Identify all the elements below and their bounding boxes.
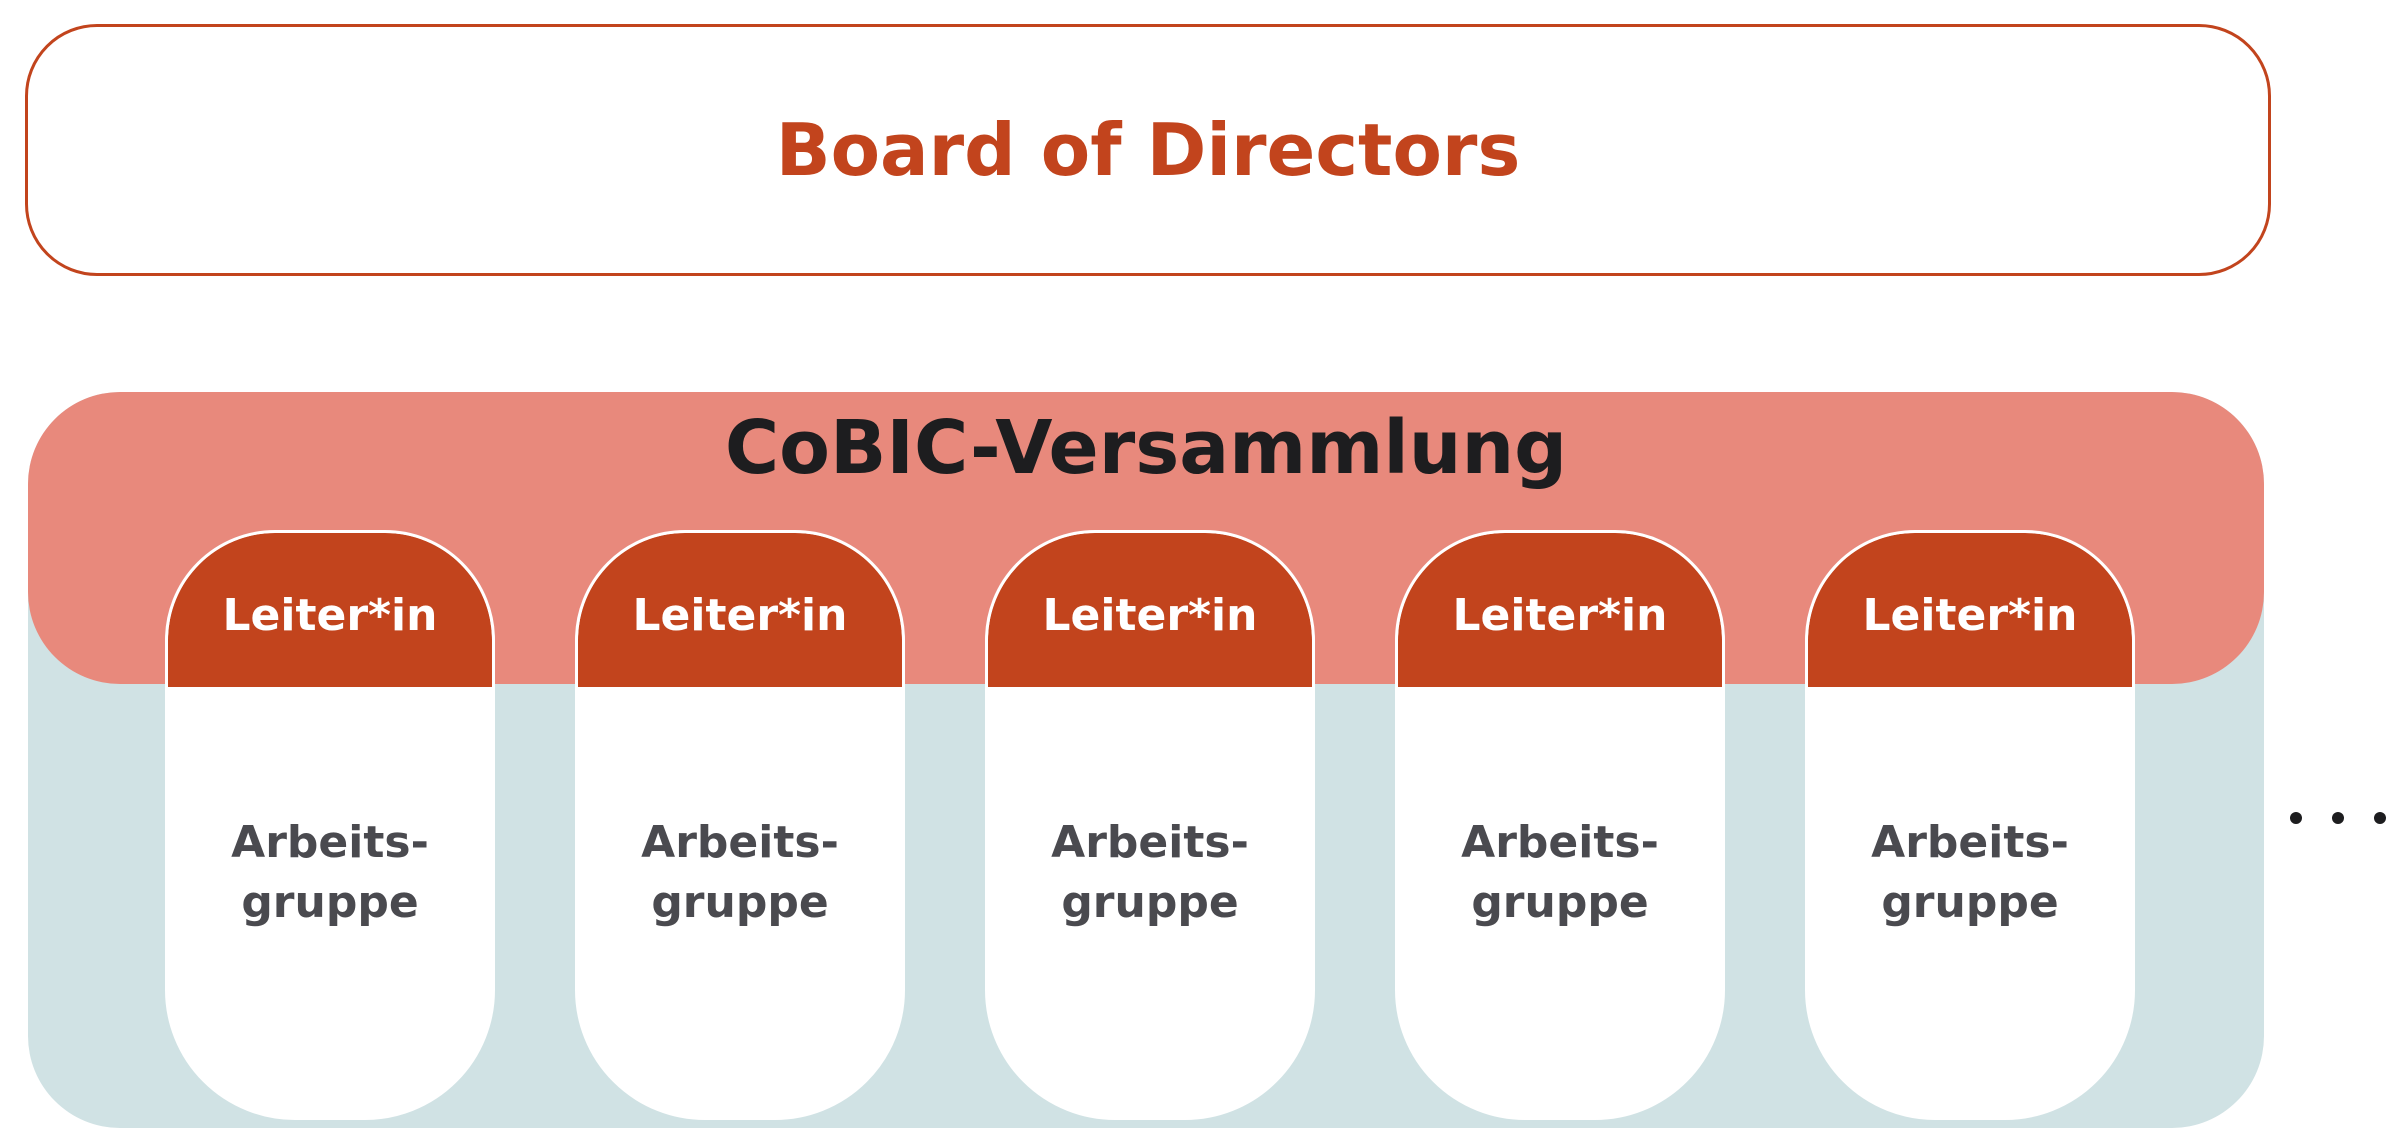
working-group-card: Leiter*in Arbeits- gruppe — [1805, 530, 2135, 1120]
group-label-line1: Arbeits- — [1871, 817, 2069, 868]
dot-icon — [2374, 812, 2386, 824]
group-label-line1: Arbeits- — [1051, 817, 1249, 868]
board-of-directors-box: Board of Directors — [25, 24, 2271, 276]
group-label-line2: gruppe — [1471, 877, 1649, 928]
group-lead-label: Leiter*in — [1862, 589, 2078, 641]
group-lead-header: Leiter*in — [168, 533, 492, 687]
group-lead-label: Leiter*in — [632, 589, 848, 641]
working-group-card: Leiter*in Arbeits- gruppe — [165, 530, 495, 1120]
group-label-line2: gruppe — [1061, 877, 1239, 928]
working-group-card: Leiter*in Arbeits- gruppe — [1395, 530, 1725, 1120]
group-label-line1: Arbeits- — [231, 817, 429, 868]
dot-icon — [2332, 812, 2344, 824]
group-label: Arbeits- gruppe — [1398, 813, 1722, 933]
group-lead-label: Leiter*in — [222, 589, 438, 641]
group-lead-header: Leiter*in — [988, 533, 1312, 687]
dot-icon — [2290, 812, 2302, 824]
group-label: Arbeits- gruppe — [168, 813, 492, 933]
group-label: Arbeits- gruppe — [578, 813, 902, 933]
group-label: Arbeits- gruppe — [988, 813, 1312, 933]
ellipsis-dots-icon — [2290, 812, 2386, 824]
group-label-line2: gruppe — [241, 877, 419, 928]
group-label-line1: Arbeits- — [641, 817, 839, 868]
working-group-card: Leiter*in Arbeits- gruppe — [575, 530, 905, 1120]
group-lead-header: Leiter*in — [1398, 533, 1722, 687]
group-lead-header: Leiter*in — [578, 533, 902, 687]
group-lead-header: Leiter*in — [1808, 533, 2132, 687]
group-lead-label: Leiter*in — [1042, 589, 1258, 641]
assembly-title: CoBIC-Versammlung — [724, 405, 1568, 491]
group-label: Arbeits- gruppe — [1808, 813, 2132, 933]
board-title: Board of Directors — [775, 108, 1521, 192]
group-lead-label: Leiter*in — [1452, 589, 1668, 641]
group-label-line1: Arbeits- — [1461, 817, 1659, 868]
group-label-line2: gruppe — [1881, 877, 2059, 928]
group-label-line2: gruppe — [651, 877, 829, 928]
working-group-card: Leiter*in Arbeits- gruppe — [985, 530, 1315, 1120]
